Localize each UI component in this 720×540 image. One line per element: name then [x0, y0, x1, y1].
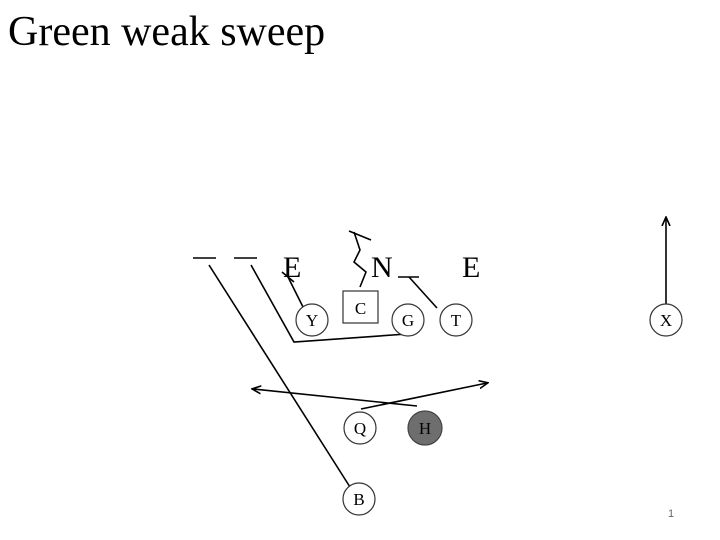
defender-end-right: E [462, 251, 480, 284]
guard-pull-route [250, 264, 408, 343]
player-h-label: H [419, 419, 431, 438]
center-label: C [355, 299, 366, 318]
center-box [342, 290, 379, 324]
player-t [439, 303, 473, 337]
player-q [343, 411, 377, 445]
h-sweep-path [253, 389, 418, 407]
center-block-route [353, 231, 367, 288]
player-t-label: T [451, 311, 462, 330]
player-g [391, 303, 425, 337]
player-g-label: G [402, 311, 414, 330]
player-h [407, 410, 443, 446]
defender-nose: N [371, 251, 393, 284]
center-block-stop [348, 230, 372, 241]
player-b [342, 482, 376, 516]
player-b-label: B [353, 490, 364, 509]
player-y-label: Y [306, 311, 318, 330]
player-y [295, 303, 329, 337]
q-fake-path [360, 383, 487, 410]
slide-title: Green weak sweep [8, 9, 326, 55]
y-block-stop [281, 271, 295, 283]
b-lead-route [208, 264, 351, 488]
player-x [649, 303, 683, 337]
player-q-label: Q [354, 419, 366, 438]
slide-number: 1 [668, 508, 675, 520]
defender-end-left: E [283, 251, 301, 284]
player-x-label: X [660, 311, 672, 330]
tackle-block-route [408, 276, 438, 309]
y-block-route [287, 276, 304, 308]
